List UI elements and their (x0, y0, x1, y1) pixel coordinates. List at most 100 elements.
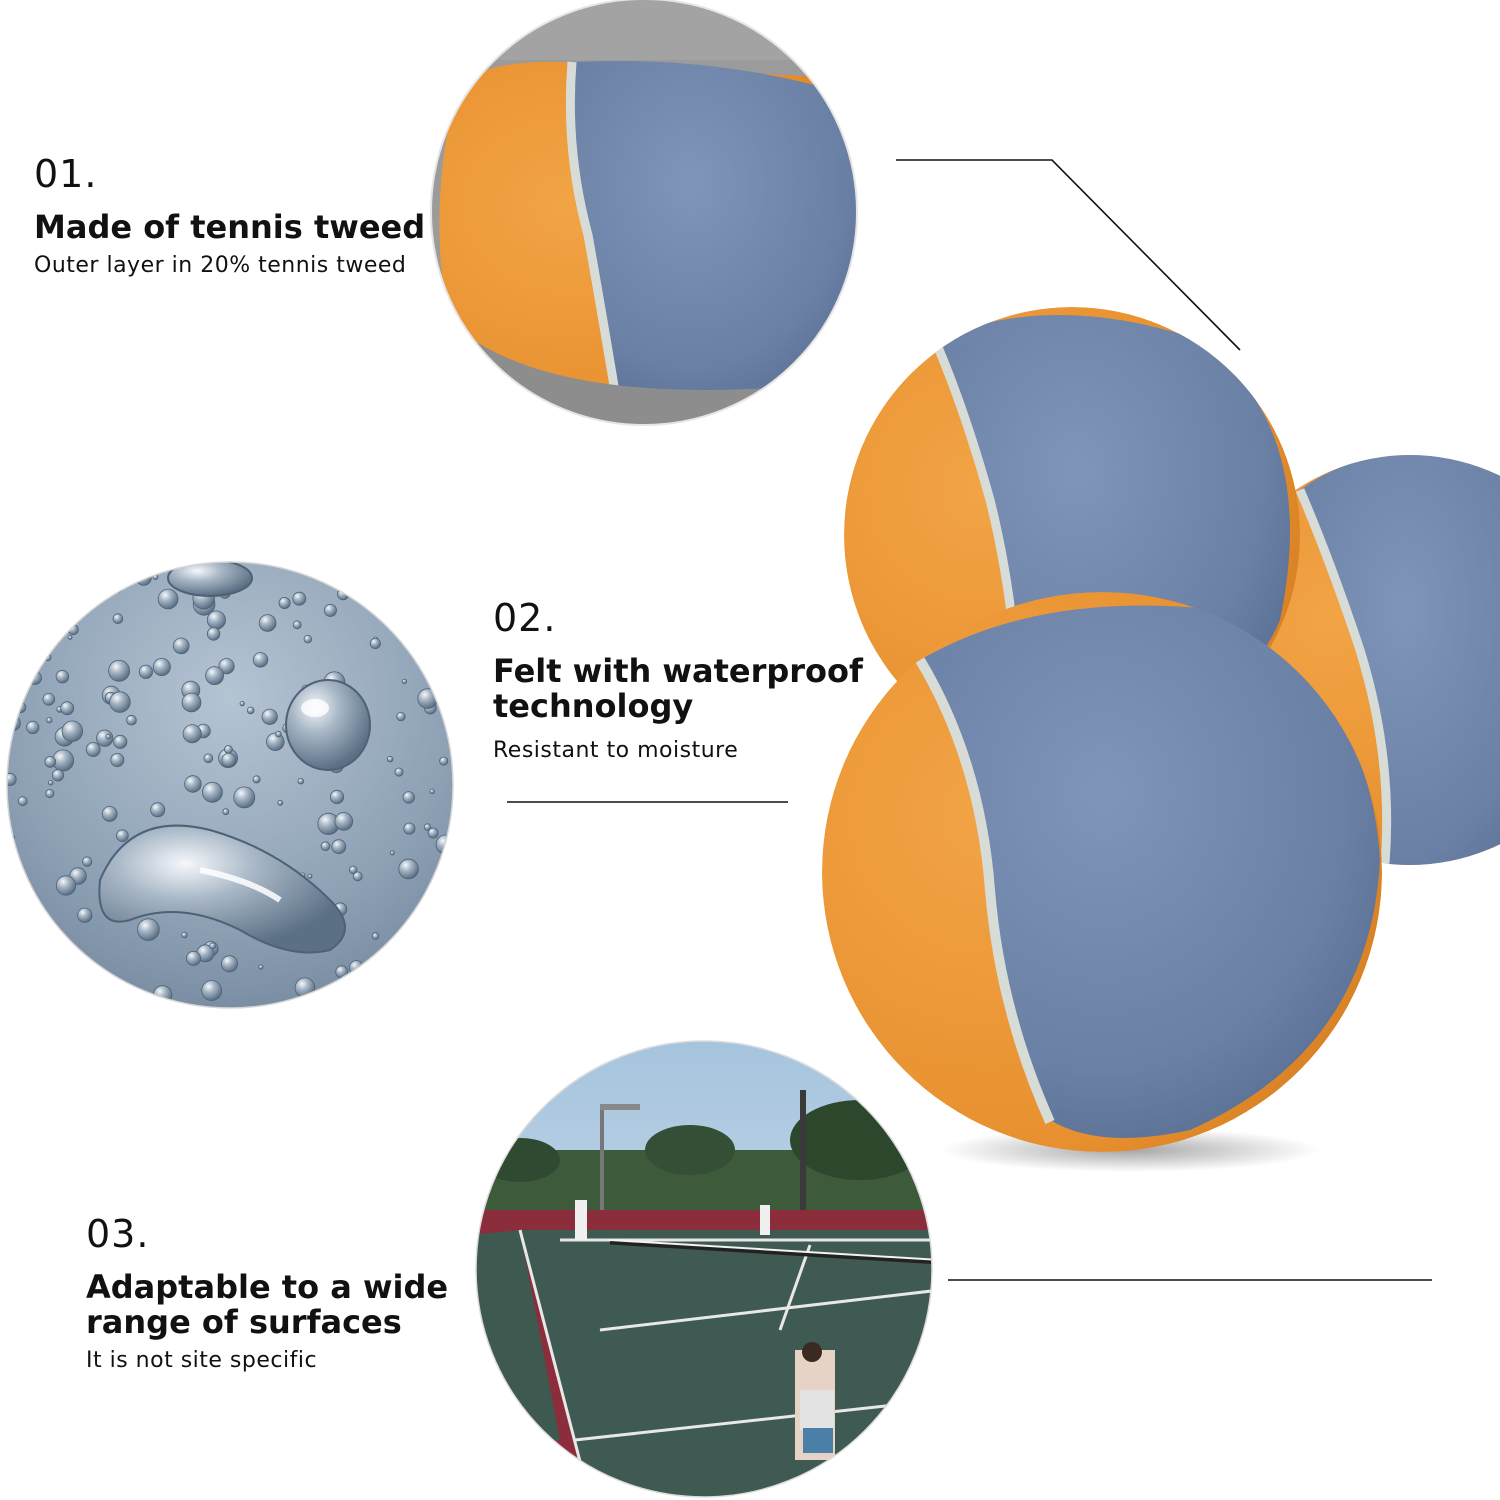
water-droplet (157, 588, 179, 610)
water-droplet (292, 620, 302, 630)
water-droplet (61, 720, 84, 742)
water-droplet (116, 829, 129, 842)
water-droplet (113, 734, 128, 749)
water-droplet (26, 720, 40, 735)
water-droplet (128, 562, 142, 572)
water-droplet (126, 714, 137, 726)
water-droplet (51, 769, 65, 782)
water-droplet (400, 605, 413, 618)
water-droplet (386, 755, 394, 763)
water-droplet (42, 590, 51, 600)
water-droplet (152, 658, 171, 677)
feature-1-title: Made of tennis tweed (34, 208, 426, 246)
water-droplet (441, 851, 450, 859)
water-droplet (396, 711, 406, 722)
water-droplet (54, 952, 72, 969)
water-droplet (209, 942, 217, 950)
water-droplet (55, 875, 77, 896)
water-droplet (307, 873, 313, 879)
water-droplet (44, 756, 57, 768)
water-droplet (67, 635, 73, 640)
water-droplet (424, 905, 446, 928)
water-droplet (138, 664, 153, 679)
tennis-court-image (476, 1041, 932, 1497)
water-droplet (320, 841, 331, 851)
water-droplet (439, 756, 449, 766)
water-droplet (206, 627, 221, 641)
water-droplet (438, 929, 453, 948)
water-droplet (105, 733, 111, 740)
water-droplet (137, 918, 160, 941)
water-droplet (329, 789, 345, 805)
water-droplet (420, 912, 433, 925)
water-droplet (7, 891, 21, 905)
water-droplet (185, 950, 201, 966)
water-droplet (278, 597, 291, 610)
water-droplet (394, 767, 404, 777)
water-droplet (181, 692, 202, 713)
feature-2: 02. Felt with waterproof technology Resi… (493, 596, 863, 763)
water-droplet (218, 658, 235, 675)
feature-1-description: Outer layer in 20% tennis tweed (34, 253, 407, 278)
water-droplet (109, 691, 131, 713)
water-droplet (431, 953, 441, 963)
water-droplets-image (7, 562, 453, 1008)
water-droplet (205, 666, 225, 685)
feature-3: 03. Adaptable to a wide range of surface… (86, 1212, 448, 1373)
water-droplet (252, 775, 261, 784)
felt-closeup-image (431, 0, 857, 425)
water-droplet (96, 729, 114, 747)
water-droplet (371, 932, 380, 940)
feature-2-description: Resistant to moisture (493, 738, 739, 763)
water-droplet (60, 701, 75, 716)
feature-1: 01. Made of tennis tweed Outer layer in … (34, 152, 425, 278)
water-droplet (266, 732, 285, 752)
water-droplet (277, 799, 284, 806)
feature-3-title: Adaptable to a wide range of surfaces (86, 1268, 449, 1341)
water-droplet (42, 692, 56, 706)
feature-1-number: 01. (34, 152, 98, 196)
water-droplet (398, 858, 419, 880)
water-droplet (40, 629, 55, 644)
water-droplet (422, 562, 434, 572)
water-droplet (40, 968, 50, 978)
water-droplet (389, 850, 395, 856)
water-droplet (17, 796, 28, 807)
water-droplet (402, 791, 415, 804)
water-droplet (201, 980, 223, 1001)
water-droplet (223, 745, 233, 754)
water-droplet (184, 775, 202, 793)
water-droplet (401, 678, 407, 685)
water-droplet (20, 967, 44, 990)
water-droplet (258, 614, 277, 632)
water-droplet (446, 568, 452, 574)
water-droplet (423, 823, 432, 831)
water-droplet (323, 603, 337, 617)
water-droplet (59, 562, 78, 580)
callout-lines (507, 159, 1432, 1281)
water-droplet (201, 781, 223, 803)
water-droplet (73, 562, 94, 577)
water-droplet (172, 637, 190, 655)
water-droplet (427, 827, 439, 839)
water-droplet (334, 812, 354, 831)
water-droplet (297, 778, 304, 785)
water-droplet (261, 708, 278, 725)
water-droplet (112, 613, 124, 624)
water-droplet (85, 742, 101, 757)
water-droplet (369, 638, 381, 650)
water-droplet (221, 752, 237, 768)
water-droplet (252, 652, 269, 668)
feature-3-number: 03. (86, 1212, 150, 1256)
water-droplet (182, 724, 202, 744)
water-droplet (45, 789, 55, 799)
water-droplet (303, 635, 312, 644)
water-droplet (239, 700, 245, 707)
water-droplet (425, 962, 447, 983)
water-droplet (101, 806, 118, 822)
water-droplet (403, 822, 416, 835)
water-droplet (77, 907, 93, 923)
water-droplet (394, 976, 407, 988)
